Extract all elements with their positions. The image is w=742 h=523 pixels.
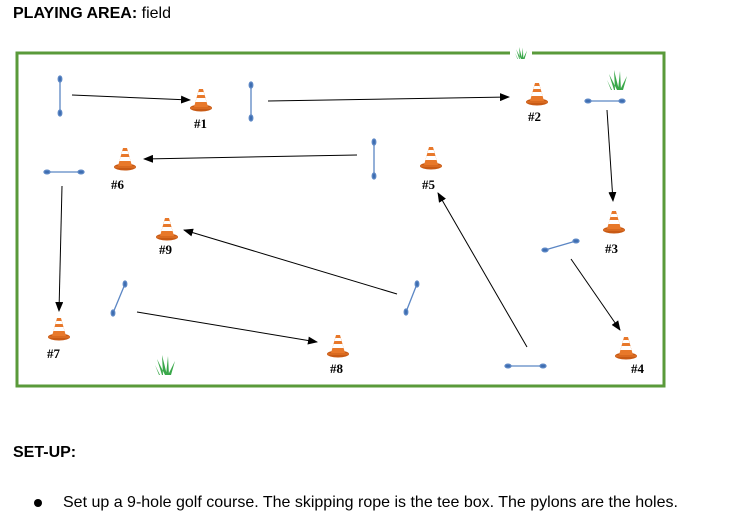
pylon-icon: [190, 89, 212, 112]
arrow-to-hole-6: [143, 154, 358, 163]
tee-box-rope: [584, 98, 626, 104]
arrow-to-hole-5: [437, 192, 528, 348]
hole-2-label: #2: [528, 109, 541, 124]
setup-heading: SET-UP:: [13, 444, 77, 461]
tee-box-rope: [504, 363, 547, 369]
bullet-icon: [34, 499, 42, 507]
hole-1-label: #1: [194, 116, 207, 131]
hole-4-label: #4: [631, 361, 645, 376]
hole-7-label: #7: [47, 346, 61, 361]
tee-box-rope: [371, 138, 377, 180]
tee-box-rope: [541, 238, 580, 253]
playing-area-value: field: [141, 5, 171, 22]
arrow-to-hole-7: [55, 185, 64, 312]
pylon-icon: [114, 148, 136, 171]
hole-9-label: #9: [159, 242, 173, 257]
pylon-icon: [420, 147, 442, 170]
setup-bullet: Set up a 9-hole golf course. The skippin…: [34, 492, 718, 514]
tee-box-rope: [43, 169, 85, 175]
pylon-icon: [603, 211, 625, 234]
arrow-to-hole-4: [570, 258, 621, 331]
arrow-to-hole-9: [183, 228, 398, 295]
arrow-to-hole-8: [136, 311, 318, 345]
hole-5-label: #5: [422, 177, 436, 192]
grass-icon: [510, 47, 532, 59]
tee-box-rope: [403, 280, 420, 316]
pylon-icon: [615, 337, 637, 360]
playing-area-label: PLAYING AREA:: [13, 5, 138, 22]
arrow-to-hole-2: [267, 93, 510, 102]
pylon-icon: [327, 335, 349, 358]
grass-icon: [607, 70, 627, 90]
playing-area-heading: PLAYING AREA: field: [13, 5, 171, 23]
pylon-icon: [48, 318, 70, 341]
grass-icon: [155, 355, 175, 375]
field-boundary: [15, 51, 666, 388]
pylon-icon: [526, 83, 548, 106]
hole-6-label: #6: [111, 177, 125, 192]
hole-8-label: #8: [330, 361, 344, 376]
tee-box-rope: [248, 81, 254, 122]
arrow-to-hole-3: [606, 109, 617, 202]
setup-bullet-text: Set up a 9-hole golf course. The skippin…: [63, 494, 678, 511]
tee-box-rope: [110, 280, 128, 317]
tee-box-rope: [57, 75, 63, 117]
hole-3-label: #3: [605, 241, 619, 256]
pylon-icon: [156, 218, 178, 241]
arrow-to-hole-1: [71, 94, 191, 104]
